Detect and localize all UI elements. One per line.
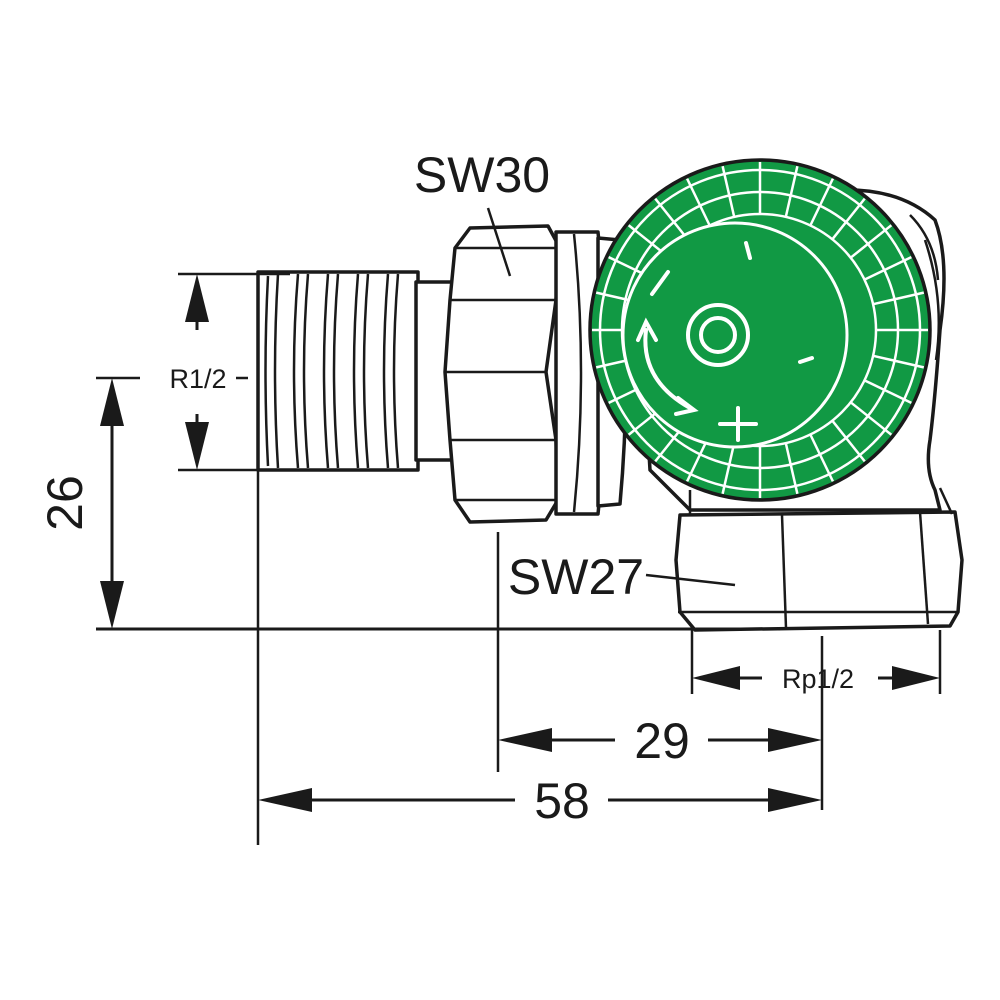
dimension-26: 26 [37,378,124,629]
arrow-head-down [100,581,124,629]
dimension-58-label: 58 [534,773,590,829]
hex-nut-sw27 [674,487,964,632]
sw30-label: SW30 [414,147,550,203]
sw27-label: SW27 [508,549,644,605]
sw27-leader [645,573,736,587]
dimension-29-label: 29 [634,713,690,769]
thread-ridges [264,273,400,469]
grip-spoke [721,442,736,495]
grip-spoke [809,433,835,482]
sw30-leader [486,207,512,277]
callout-sw27: SW27 [508,549,736,605]
extension-lines [96,272,942,845]
rp-half-label: Rp1/2 [782,664,854,694]
grip-spoke [784,165,799,218]
grip-spoke [721,165,736,218]
grip-spoke [831,419,866,463]
hand-wheel [588,158,932,502]
scale-tick-top [744,241,752,260]
thread-body [256,270,420,472]
rotation-arrow-icon [636,317,699,416]
dimension-26-label: 26 [37,475,93,531]
r-half-label: R1/2 [169,364,226,394]
grip-spoke [831,197,866,241]
grip-spoke [654,197,689,241]
dimension-r-half: R1/2 [169,274,227,470]
grip-spoke [809,178,835,227]
grip-spoke [849,224,893,259]
grip-spoke [872,354,925,369]
plus-sign-icon [718,406,758,442]
threaded-male-end [256,270,466,472]
valve-body [256,158,964,632]
scale-tick-right [798,356,814,364]
hub-outer-ring [686,303,750,367]
grip-spoke [863,379,912,405]
dimension-29: 29 [498,713,822,769]
grip-spoke [784,442,799,495]
dimension-rp-half: Rp1/2 [692,664,940,694]
grip-spoke [685,178,711,227]
grip-spoke [863,255,912,281]
grip-spoke [872,291,925,306]
dimension-58: 58 [258,773,822,829]
hub-inner-ring [699,316,737,354]
scale-tick-left [650,270,670,296]
grip-spoke [849,401,893,436]
arrow-head-up [100,378,124,426]
callout-sw30: SW30 [414,147,550,277]
nut-sw30-outline [443,224,562,524]
